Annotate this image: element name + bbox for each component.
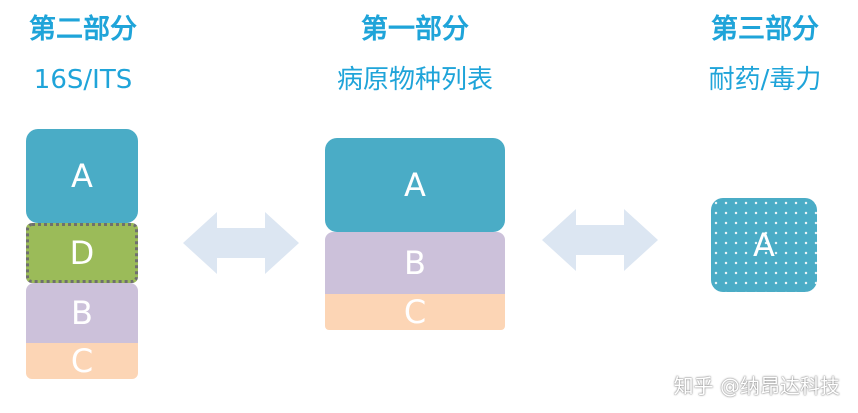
left-block-d: D (26, 223, 138, 283)
right-column-title: 第三部分 (711, 14, 819, 45)
left-block-a: A (26, 129, 138, 223)
double-arrow-right-icon (542, 209, 658, 271)
double-arrow-left-icon (183, 212, 299, 274)
middle-block-b: B (325, 232, 505, 294)
left-column-title: 第二部分 (29, 14, 137, 45)
watermark: 知乎 @纳昂达科技 (673, 374, 840, 398)
left-column-subtitle: 16S/ITS (33, 65, 133, 95)
middle-column-subtitle: 病原物种列表 (336, 65, 493, 95)
right-block-a: A (711, 198, 817, 292)
left-block-b: B (26, 283, 138, 343)
middle-column-title: 第一部分 (361, 14, 469, 45)
middle-block-a: A (325, 138, 505, 232)
middle-block-c: C (325, 293, 505, 331)
left-block-c: C (26, 342, 138, 380)
right-column-subtitle: 耐药/毒力 (708, 65, 822, 95)
